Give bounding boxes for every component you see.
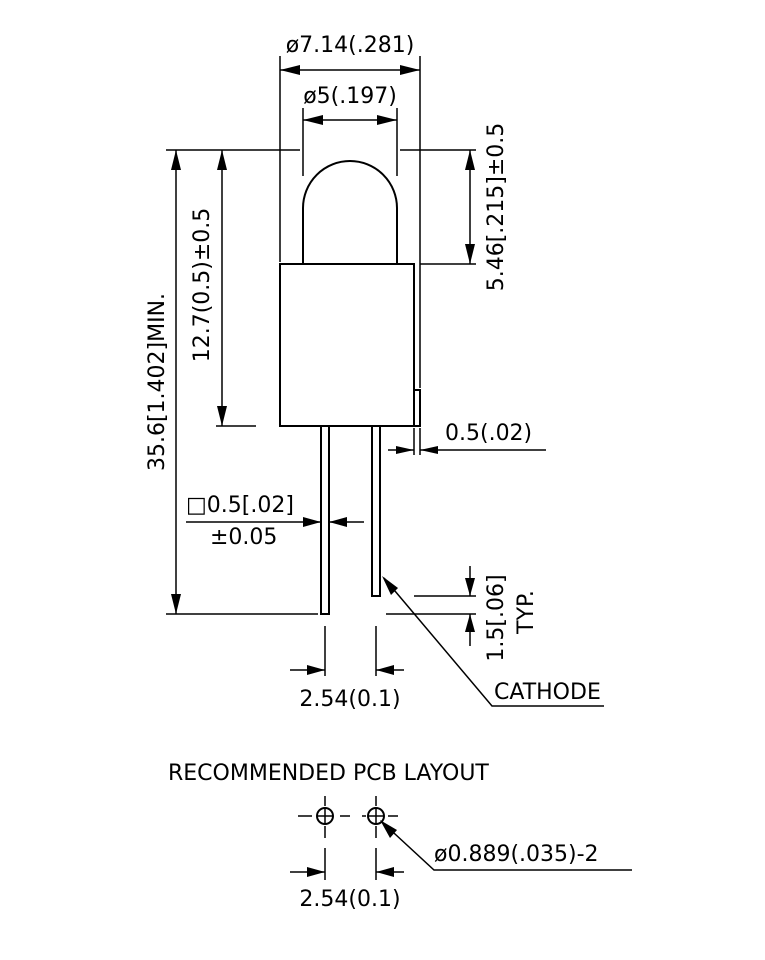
lens-diameter-label: ø5(.197) — [303, 84, 397, 109]
pcb-layout: RECOMMENDED PCB LAYOUT ø0.889(.035)-2 2.… — [168, 761, 632, 912]
lead-spacing-label: 2.54(0.1) — [299, 687, 400, 712]
led-body — [279, 263, 415, 427]
dim-lead-spacing: 2.54(0.1) — [290, 626, 404, 712]
led-flange-step — [414, 389, 421, 427]
dim-lead-size: □0.5[.02] ±0.05 — [186, 493, 364, 550]
lead-step-label-1: 1.5[.06] — [484, 574, 509, 661]
pcb-layout-title: RECOMMENDED PCB LAYOUT — [168, 761, 489, 786]
dim-lead-step: 1.5[.06] TYP. — [386, 566, 539, 662]
dim-lens-diameter: ø5(.197) — [302, 84, 398, 176]
lead-step-label-2: TYP. — [514, 590, 539, 635]
flange-offset-label: 0.5(.02) — [445, 421, 532, 446]
lead-size-label-1: □0.5[.02] — [186, 493, 294, 518]
dim-flange-offset: 0.5(.02) — [388, 421, 546, 455]
cathode-callout: CATHODE — [382, 576, 604, 707]
led-lead-anode — [320, 425, 330, 615]
dim-lens-height: 5.46[.215]±0.5 — [400, 123, 509, 292]
lens-height-label: 5.46[.215]±0.5 — [484, 123, 509, 292]
outer-diameter-label: ø7.14(.281) — [286, 33, 415, 58]
led-lens — [302, 160, 398, 264]
dim-outer-diameter: ø7.14(.281) — [279, 33, 421, 388]
dim-overall-length: 35.6[1.402]MIN. — [145, 149, 318, 615]
led-outline — [279, 160, 421, 615]
pcb-hole-spacing-label: 2.54(0.1) — [299, 887, 400, 912]
led-lead-cathode — [371, 425, 381, 597]
body-height-label: 12.7(0.5)±0.5 — [190, 208, 215, 363]
pcb-hole-diameter-label: ø0.889(.035)-2 — [434, 842, 599, 867]
dim-body-height: 12.7(0.5)±0.5 — [190, 150, 256, 427]
lead-size-label-2: ±0.05 — [210, 525, 277, 550]
cathode-label: CATHODE — [494, 680, 601, 705]
overall-length-label: 35.6[1.402]MIN. — [145, 293, 170, 471]
